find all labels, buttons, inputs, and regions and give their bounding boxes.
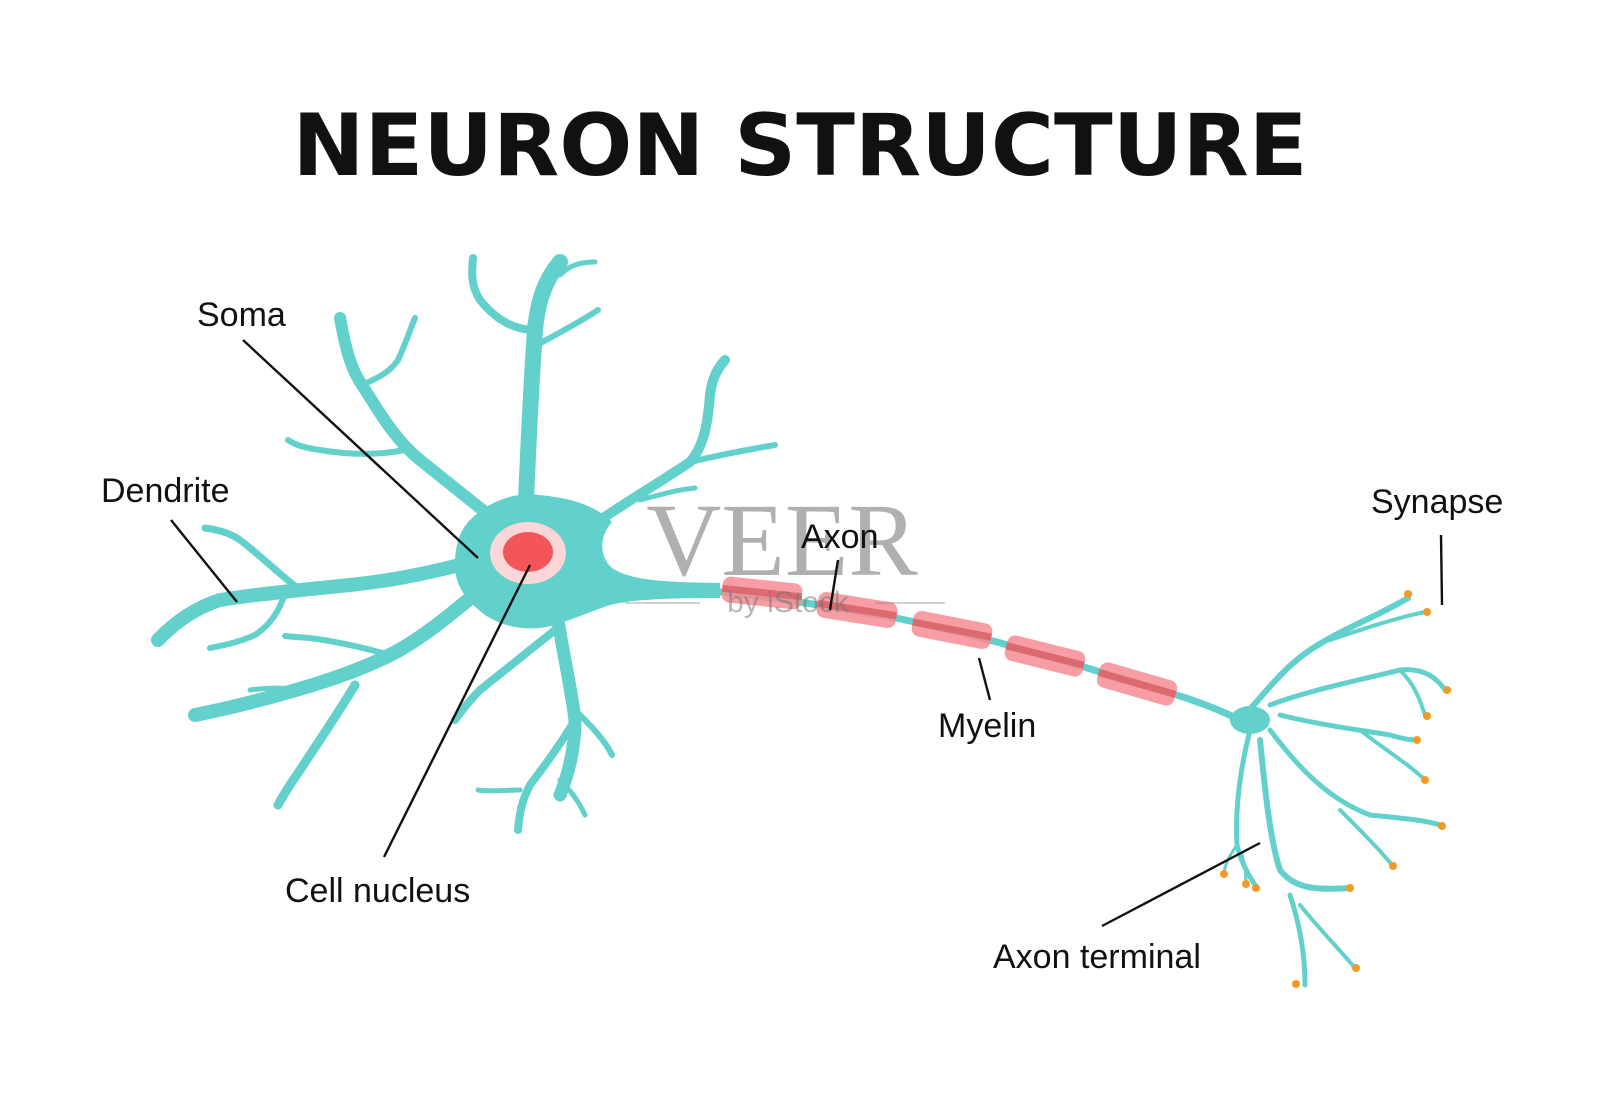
watermark: VEER by iStock	[625, 483, 945, 619]
myelin-sheaths	[721, 576, 1178, 706]
nucleus-leader	[382, 564, 532, 858]
axon-terminal-branches	[1222, 595, 1448, 988]
myelin-leader	[977, 657, 992, 701]
label-cell-nucleus: Cell nucleus	[285, 872, 470, 910]
watermark-brand: VEER	[646, 483, 918, 598]
diagram-title: NEURON STRUCTURE	[292, 96, 1307, 196]
soma-leader	[242, 339, 479, 559]
synapse-leader	[1439, 534, 1444, 606]
label-soma: Soma	[197, 296, 286, 334]
cell-nucleus-shape	[490, 522, 566, 584]
watermark-sub: by iStock	[727, 586, 850, 619]
leader-lines	[170, 339, 1444, 928]
dendrite-leader	[170, 519, 238, 603]
synapse-dots	[1220, 590, 1451, 988]
labels: Soma Dendrite Cell nucleus Axon Myelin S…	[101, 296, 1503, 976]
dendrites	[151, 254, 778, 834]
label-dendrite: Dendrite	[101, 472, 230, 510]
label-synapse: Synapse	[1371, 483, 1503, 521]
label-axon-terminal: Axon terminal	[993, 938, 1201, 976]
axon-terminal-leader	[1101, 841, 1261, 928]
axon-leader	[828, 559, 840, 611]
label-myelin: Myelin	[938, 707, 1036, 745]
label-axon: Axon	[801, 518, 879, 556]
neuron-illustration	[151, 254, 1451, 988]
